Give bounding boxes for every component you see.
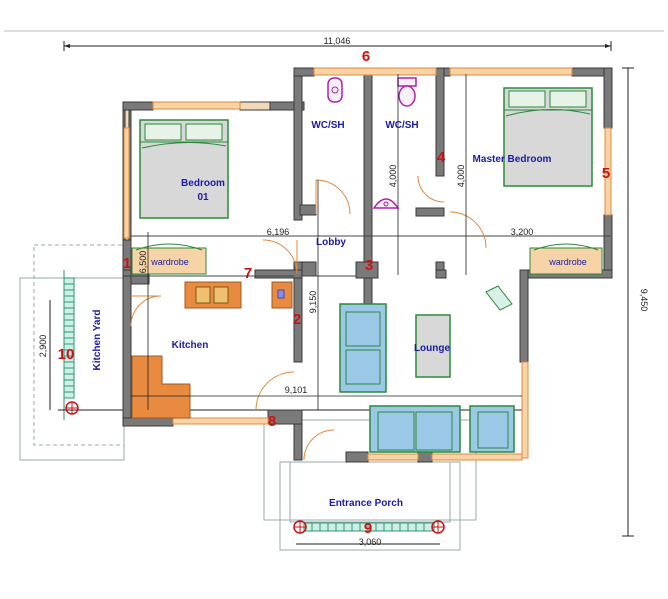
lounge-furniture [339, 285, 515, 453]
marker-7: 7 [244, 265, 252, 282]
lobby-left-dim-label: 6,196 [267, 227, 290, 237]
yard-column [65, 401, 79, 415]
yard-depth-label: 2,900 [38, 335, 48, 358]
interior-lines [130, 235, 611, 277]
overall-width-dimension: 11,046 [63, 36, 612, 51]
marker-5: 5 [602, 165, 610, 182]
wardrobe-left-label: wardrobe [150, 257, 189, 267]
wardrobe-right: wardrobe [529, 243, 603, 275]
bed-master [503, 87, 593, 187]
marker-3: 3 [365, 257, 373, 274]
room-label-lounge: Lounge [414, 343, 451, 354]
wc-fixtures [327, 77, 417, 209]
overall-width-label: 11,046 [324, 36, 351, 46]
marker-10: 10 [58, 346, 75, 363]
room-label-wc2: WC/SH [385, 120, 418, 131]
room-label-bedroom: Bedroom [181, 178, 225, 189]
porch-width-label: 3,060 [359, 537, 382, 547]
room-label-wc1: WC/SH [311, 120, 344, 131]
wc-depth-label-2: 4,000 [456, 165, 466, 188]
kitchen-depth-label: 9,150 [308, 291, 318, 314]
room-label-kitchen-yard: Kitchen Yard [92, 310, 103, 371]
room-label-bedroom-num: 01 [197, 192, 209, 203]
room-label-porch: Entrance Porch [329, 498, 403, 509]
kitchen-counters [131, 281, 293, 419]
kitchen-yard-railing [63, 277, 75, 399]
marker-1: 1 [123, 255, 131, 272]
internal-dimensions [131, 74, 522, 410]
marker-9: 9 [364, 520, 372, 537]
lobby-right-dim-label: 3,200 [511, 227, 534, 237]
overall-depth-dimension: 9,450 [622, 67, 649, 537]
marker-8: 8 [268, 413, 276, 430]
marker-6: 6 [362, 48, 370, 65]
room-label-lobby: Lobby [316, 237, 346, 248]
wardrobe-left: wardrobe [131, 243, 207, 275]
marker-2: 2 [293, 311, 301, 328]
room-label-master: Master Bedroom [473, 154, 552, 165]
porch-line-label: 9,101 [285, 385, 308, 395]
wc-depth-label-1: 4,000 [388, 165, 398, 188]
bedroom-depth-label: 6,500 [138, 251, 148, 274]
marker-4: 4 [437, 149, 446, 166]
yard-depth-dimension: 2,900 [38, 300, 51, 410]
windows [123, 67, 612, 461]
wardrobe-right-label: wardrobe [548, 257, 587, 267]
room-label-kitchen: Kitchen [172, 340, 209, 351]
door-swings [130, 175, 487, 461]
overall-depth-label: 9,450 [639, 289, 649, 312]
bed-bedroom [139, 119, 229, 219]
